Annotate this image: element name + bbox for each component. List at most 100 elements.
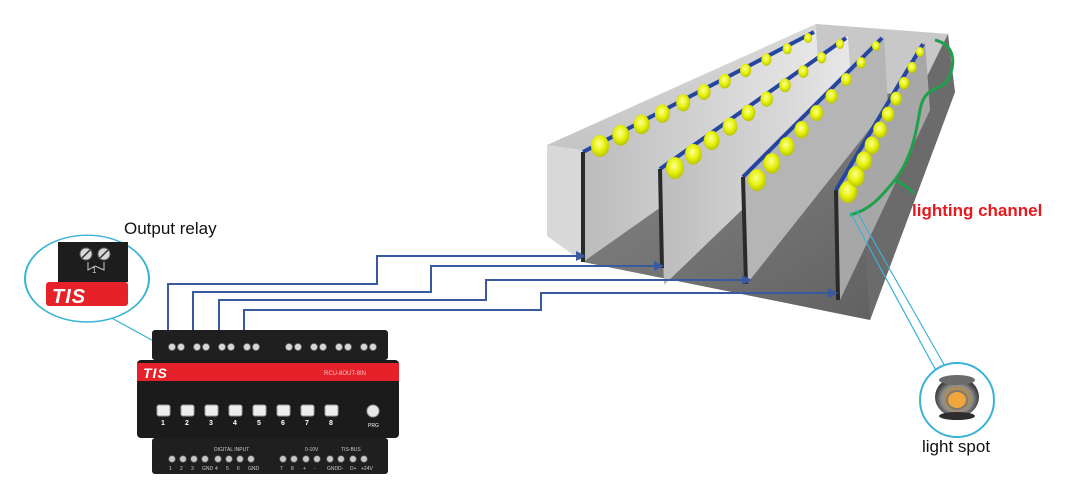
relay-terminal-icon <box>318 342 327 351</box>
terminal-label: 5 <box>226 466 229 472</box>
relay-zoom-redbar <box>46 282 128 306</box>
wire-arrow-4 <box>828 288 838 298</box>
terminal-label: +24V <box>361 466 373 472</box>
terminal-label: D- <box>338 466 344 472</box>
led-spot-icon <box>935 375 979 420</box>
led-spot <box>666 157 684 179</box>
terminal-screw-icon <box>190 455 198 463</box>
button-number: 8 <box>329 420 333 427</box>
wire-channel-1 <box>167 255 578 338</box>
wire-arrow-1 <box>576 251 586 261</box>
channel-1-button[interactable] <box>156 404 171 417</box>
led-spot <box>864 136 880 155</box>
terminal-screw-icon <box>313 455 321 463</box>
terminal-label: 1 <box>169 466 172 472</box>
channel-8-button[interactable] <box>324 404 339 417</box>
led-spot <box>718 73 731 89</box>
relay-terminal-icon <box>79 247 111 271</box>
led-spot <box>697 84 711 100</box>
relay-terminal-icon <box>242 342 251 351</box>
spot-callout-line-1 <box>849 211 941 379</box>
relay-terminal-icon <box>309 342 318 351</box>
device-red-strip <box>137 363 399 381</box>
relay-terminal-icon <box>226 342 235 351</box>
relay-zoom <box>46 242 128 306</box>
led-spot <box>856 57 866 69</box>
led-spot <box>873 121 887 139</box>
terminal-label: 8 <box>291 466 294 472</box>
brand-logo-device: TIS <box>143 365 168 381</box>
led-spot <box>741 104 756 122</box>
channel-6-button[interactable] <box>276 404 291 417</box>
light-spot-label: light spot <box>922 437 991 456</box>
led-spot <box>779 78 791 93</box>
relay-terminal-icon <box>167 342 176 351</box>
terminal-screw-icon <box>337 455 345 463</box>
led-spot <box>703 130 720 151</box>
led-spot <box>847 166 865 187</box>
prog-button[interactable] <box>366 404 380 418</box>
led-spot <box>817 52 827 64</box>
terminal-label: 6 <box>237 466 240 472</box>
relay-terminal-icon <box>368 342 377 351</box>
led-spot <box>881 106 895 122</box>
led-spot <box>794 121 809 139</box>
led-spot <box>654 104 670 123</box>
relay-module <box>137 330 399 474</box>
led-spots <box>591 33 925 203</box>
channel-3-button[interactable] <box>204 404 219 417</box>
room-illustration <box>547 24 955 320</box>
bottom-terminals <box>168 455 368 463</box>
wiring <box>167 255 830 338</box>
device-bottom-block <box>152 438 388 474</box>
channel-4-button[interactable] <box>228 404 243 417</box>
led-spot <box>890 91 902 106</box>
led-spot <box>803 33 813 43</box>
partition-4 <box>836 42 930 300</box>
partition-post-4 <box>834 189 840 301</box>
relay-zoom-body <box>58 242 128 282</box>
terminal-screw-icon <box>214 455 222 463</box>
led-spot <box>740 63 752 78</box>
channel-5-button[interactable] <box>252 404 267 417</box>
led-spot <box>612 124 630 146</box>
partition-post-2 <box>658 168 664 269</box>
lighting-channel-label: lighting channel <box>912 201 1043 220</box>
led-spot <box>763 153 781 174</box>
wire-channel-2 <box>192 265 656 338</box>
terminal-label: D+ <box>350 466 357 472</box>
led-spot <box>760 91 773 107</box>
terminal-label: GND <box>327 466 339 472</box>
terminal-screw-icon <box>236 455 244 463</box>
device-model: RCU-8OUT-8IN <box>324 371 367 377</box>
relay-terminal-icon <box>334 342 343 351</box>
led-spot <box>676 94 691 112</box>
relay-terminal-icon <box>251 342 260 351</box>
led-spot <box>856 151 872 171</box>
terminal-screw-icon <box>290 455 298 463</box>
led-spot <box>835 39 845 49</box>
relay-terminal-icon <box>192 342 201 351</box>
led-spot <box>633 114 650 135</box>
button-number: 6 <box>281 420 285 427</box>
voltage-label: 0-10V <box>305 447 319 453</box>
terminal-screw-icon <box>247 455 255 463</box>
wire-channel-3 <box>218 279 744 338</box>
device-top-block <box>152 330 388 360</box>
output-relay-label: Output relay <box>124 219 217 238</box>
digital-input-label: DIGITAL INPUT <box>214 447 250 453</box>
terminal-label: - <box>314 466 316 472</box>
led-spot <box>871 41 881 51</box>
channel-7-button[interactable] <box>300 404 315 417</box>
led-spot <box>898 76 910 90</box>
channel-buttons <box>156 404 339 417</box>
relay-number: 1 <box>92 266 97 275</box>
terminal-label: 2 <box>180 466 183 472</box>
channel-2-button[interactable] <box>180 404 195 417</box>
led-spot <box>840 73 852 86</box>
partition-post-3 <box>741 176 748 285</box>
relay-terminal-icon <box>284 342 293 351</box>
button-number: 7 <box>305 420 309 427</box>
channel-bracket <box>849 38 955 217</box>
button-number: 3 <box>209 420 213 427</box>
